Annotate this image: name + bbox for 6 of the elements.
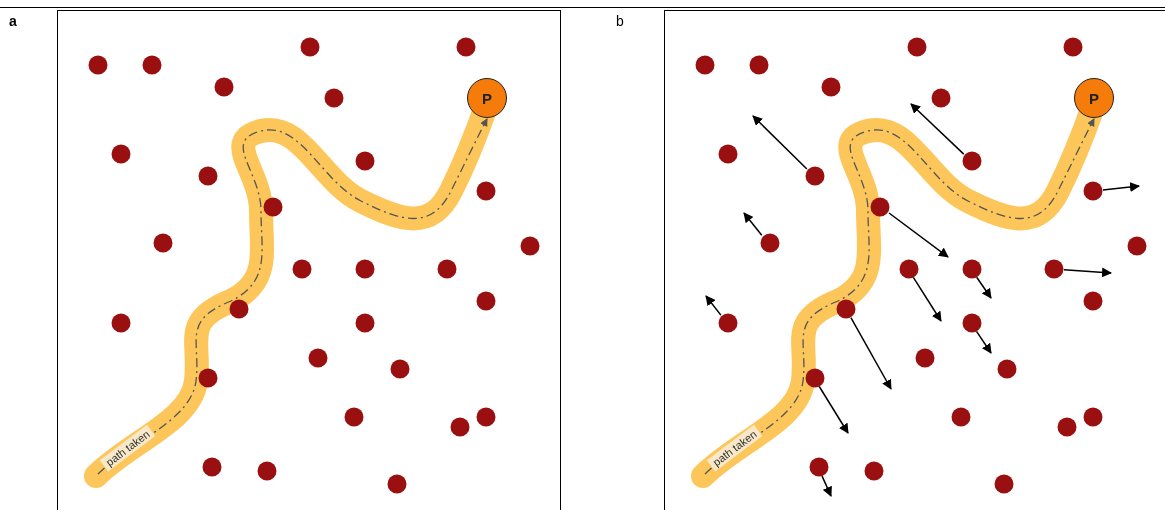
panel-letter: a (9, 13, 17, 29)
dash-dot-arrow (704, 118, 1095, 475)
panel-letter: b (616, 13, 624, 29)
target-particle: P (467, 78, 507, 118)
target-particle: P (1074, 78, 1114, 118)
dash-dot-arrow (97, 118, 488, 475)
